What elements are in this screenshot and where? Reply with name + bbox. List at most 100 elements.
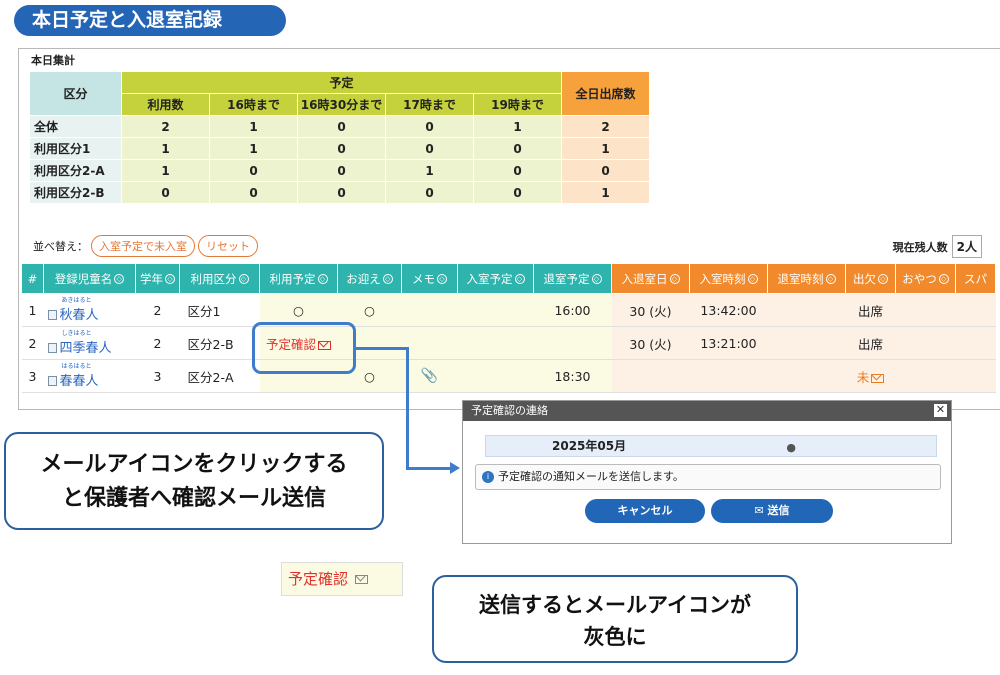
col-header-date[interactable]: 入退室日◇ (611, 263, 690, 294)
summary-cell: 0 (473, 159, 562, 182)
summary-row: 利用区分2-B 0 0 0 0 0 1 (29, 181, 650, 204)
col-header-snack[interactable]: おやつ◇ (895, 263, 956, 294)
date-cell: 30 (火) (611, 293, 690, 327)
summary-cell: 0 (385, 137, 474, 160)
sort-icon[interactable]: ◇ (938, 274, 949, 284)
attend-cell: 出席 (845, 326, 896, 360)
envelope-icon: ✉ (754, 504, 768, 517)
summary-header-yotei: 予定 (121, 71, 562, 94)
child-name-ruby: あきはると (61, 296, 92, 304)
profile-card-icon[interactable] (47, 376, 57, 386)
row-no: 3 (21, 359, 44, 393)
row-no: 2 (21, 326, 44, 360)
sort-icon[interactable]: ◇ (238, 274, 249, 284)
callout-text: と保護者へ確認メール送信 (61, 486, 326, 511)
child-name-cell[interactable]: しきはると 四季春人 (43, 326, 136, 360)
sort-unentered-button[interactable]: 入室予定で未入室 (91, 235, 195, 257)
summary-subheader: 16時30分まで (297, 93, 386, 116)
col-header-attend[interactable]: 出欠◇ (845, 263, 896, 294)
memo-cell (401, 326, 458, 360)
col-header-name[interactable]: 登録児童名◇ (43, 263, 136, 294)
memo-cell[interactable]: 📎 (401, 359, 458, 393)
cancel-button[interactable]: キャンセル (585, 499, 705, 523)
col-header-omukae[interactable]: お迎え◇ (337, 263, 402, 294)
table-row: 2 しきはると 四季春人 2 区分2-B 予定確認 30 (火) 13:21:0… (21, 326, 996, 360)
col-header-in-plan[interactable]: 入室予定◇ (457, 263, 534, 294)
child-name-link[interactable]: 四季春人 (59, 340, 112, 356)
sort-icon[interactable]: ◇ (669, 274, 680, 284)
col-header-memo[interactable]: メモ◇ (401, 263, 458, 294)
send-button[interactable]: ✉ 送信 (711, 499, 833, 523)
child-name-cell[interactable]: はるはると 春春人 (43, 359, 136, 393)
mail-icon[interactable] (318, 340, 331, 350)
in-plan-cell (457, 293, 534, 327)
profile-card-icon[interactable] (47, 343, 57, 353)
sort-icon[interactable]: ◇ (591, 274, 602, 284)
spa-cell (955, 326, 996, 360)
summary-subheader: 利用数 (121, 93, 210, 116)
dialog-info: i 予定確認の通知メールを送信します。 (475, 464, 941, 490)
sent-state-sample: 予定確認 (281, 562, 403, 596)
grade-cell: 2 (135, 293, 180, 327)
summary-subheader: 19時まで (473, 93, 562, 116)
in-time-cell (689, 359, 768, 393)
sort-reset-button[interactable]: リセット (198, 235, 258, 257)
col-header-out-plan[interactable]: 退室予定◇ (533, 263, 612, 294)
yotei-cell: ○ (259, 293, 338, 327)
sort-icon[interactable]: ◇ (382, 274, 393, 284)
sort-icon[interactable]: ◇ (437, 274, 447, 284)
person-icon: ● (786, 441, 796, 454)
col-header-no: # (21, 263, 44, 294)
summary-cell: 0 (473, 181, 562, 204)
summary-cell: 1 (209, 115, 298, 138)
summary-zen-cell: 1 (561, 137, 650, 160)
sort-icon[interactable]: ◇ (878, 274, 888, 284)
highlight-box (252, 322, 356, 374)
schedule-confirm-label: 予定確認 (265, 336, 316, 352)
callout-text: メールアイコンをクリックする (40, 452, 348, 477)
omukae-cell: ○ (337, 293, 402, 327)
sort-icon[interactable]: ◇ (165, 274, 175, 284)
grade-cell: 2 (135, 326, 180, 360)
out-time-cell (767, 326, 846, 360)
summary-zen-cell: 1 (561, 181, 650, 204)
paperclip-icon[interactable]: 📎 (420, 368, 439, 384)
summary-row-label: 利用区分2-B (29, 181, 122, 204)
child-name-ruby: しきはると (61, 329, 92, 337)
summary-cell: 0 (121, 181, 210, 204)
dialog-month: 2025年05月 ● (485, 435, 937, 457)
col-header-yotei[interactable]: 利用予定◇ (259, 263, 338, 294)
attendance-panel: 本日集計 区分 予定 全日出席数 利用数 16時まで 16時30分まで 17時ま… (18, 48, 1000, 410)
dialog-info-text: 予定確認の通知メールを送信します。 (498, 470, 684, 483)
mail-icon[interactable] (871, 373, 885, 383)
attend-cell[interactable]: 未 (845, 359, 896, 393)
child-name-cell[interactable]: あきはると 秋春人 (43, 293, 136, 327)
summary-cell: 1 (209, 137, 298, 160)
summary-cell: 2 (121, 115, 210, 138)
send-button-label: 送信 (767, 504, 790, 517)
summary-subheader: 16時まで (209, 93, 298, 116)
summary-cell: 0 (385, 181, 474, 204)
sort-icon[interactable]: ◇ (114, 274, 125, 284)
sort-icon[interactable]: ◇ (825, 274, 836, 284)
child-name-link[interactable]: 春春人 (59, 373, 99, 389)
profile-card-icon[interactable] (47, 310, 57, 320)
col-header-in-time[interactable]: 入室時刻◇ (689, 263, 768, 294)
sort-icon[interactable]: ◇ (747, 274, 758, 284)
attendance-header-row: # 登録児童名◇ 学年◇ 利用区分◇ 利用予定◇ お迎え◇ メモ◇ 入室予定◇ … (21, 263, 996, 294)
yotei-cell[interactable]: 予定確認 (259, 326, 338, 360)
col-header-kubun[interactable]: 利用区分◇ (179, 263, 260, 294)
summary-subheader: 17時まで (385, 93, 474, 116)
col-header-out-time[interactable]: 退室時刻◇ (767, 263, 846, 294)
child-name-link[interactable]: 秋春人 (59, 307, 99, 323)
close-icon[interactable]: ✕ (934, 403, 947, 417)
sort-icon[interactable]: ◇ (317, 274, 328, 284)
out-plan-cell: 16:00 (533, 293, 612, 327)
col-header-grade[interactable]: 学年◇ (135, 263, 180, 294)
sort-icon[interactable]: ◇ (514, 274, 525, 284)
out-time-cell (767, 293, 846, 327)
dialog-title-bar: 予定確認の連絡 ✕ (463, 401, 951, 421)
mail-icon-grey (354, 575, 368, 584)
summary-cell: 1 (473, 115, 562, 138)
info-icon: i (482, 471, 494, 483)
